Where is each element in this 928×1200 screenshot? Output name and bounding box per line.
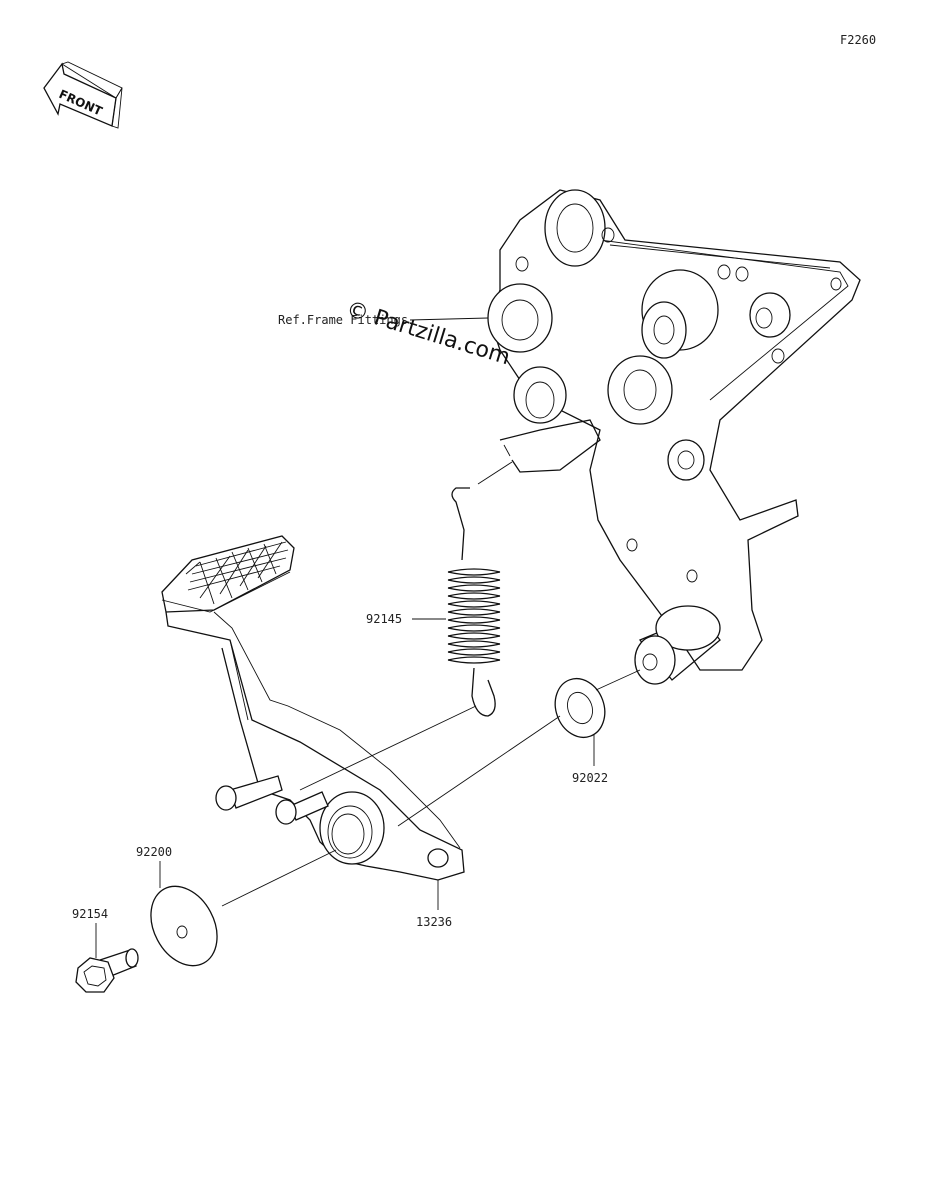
ref-frame-leader bbox=[409, 317, 489, 321]
front-arrow-icon: FRONT bbox=[43, 61, 123, 129]
spring-92145 bbox=[447, 461, 513, 717]
washer-92200 bbox=[150, 885, 218, 967]
part-label-92154: 92154 bbox=[72, 907, 108, 921]
brake-pedal-13236 bbox=[161, 535, 465, 881]
bolt-92154 bbox=[75, 948, 139, 993]
part-label-13236: 13236 bbox=[416, 915, 452, 929]
washer-92022 bbox=[554, 677, 606, 739]
watermark-text: © Partzilla.com bbox=[343, 297, 513, 371]
frame-bracket bbox=[487, 189, 861, 685]
part-label-92022: 92022 bbox=[572, 771, 608, 785]
part-label-92145: 92145 bbox=[366, 612, 402, 626]
diagram-code: F2260 bbox=[840, 33, 876, 47]
ref-frame-label: Ref.Frame Fittings bbox=[278, 313, 408, 327]
part-label-92200: 92200 bbox=[136, 845, 172, 859]
